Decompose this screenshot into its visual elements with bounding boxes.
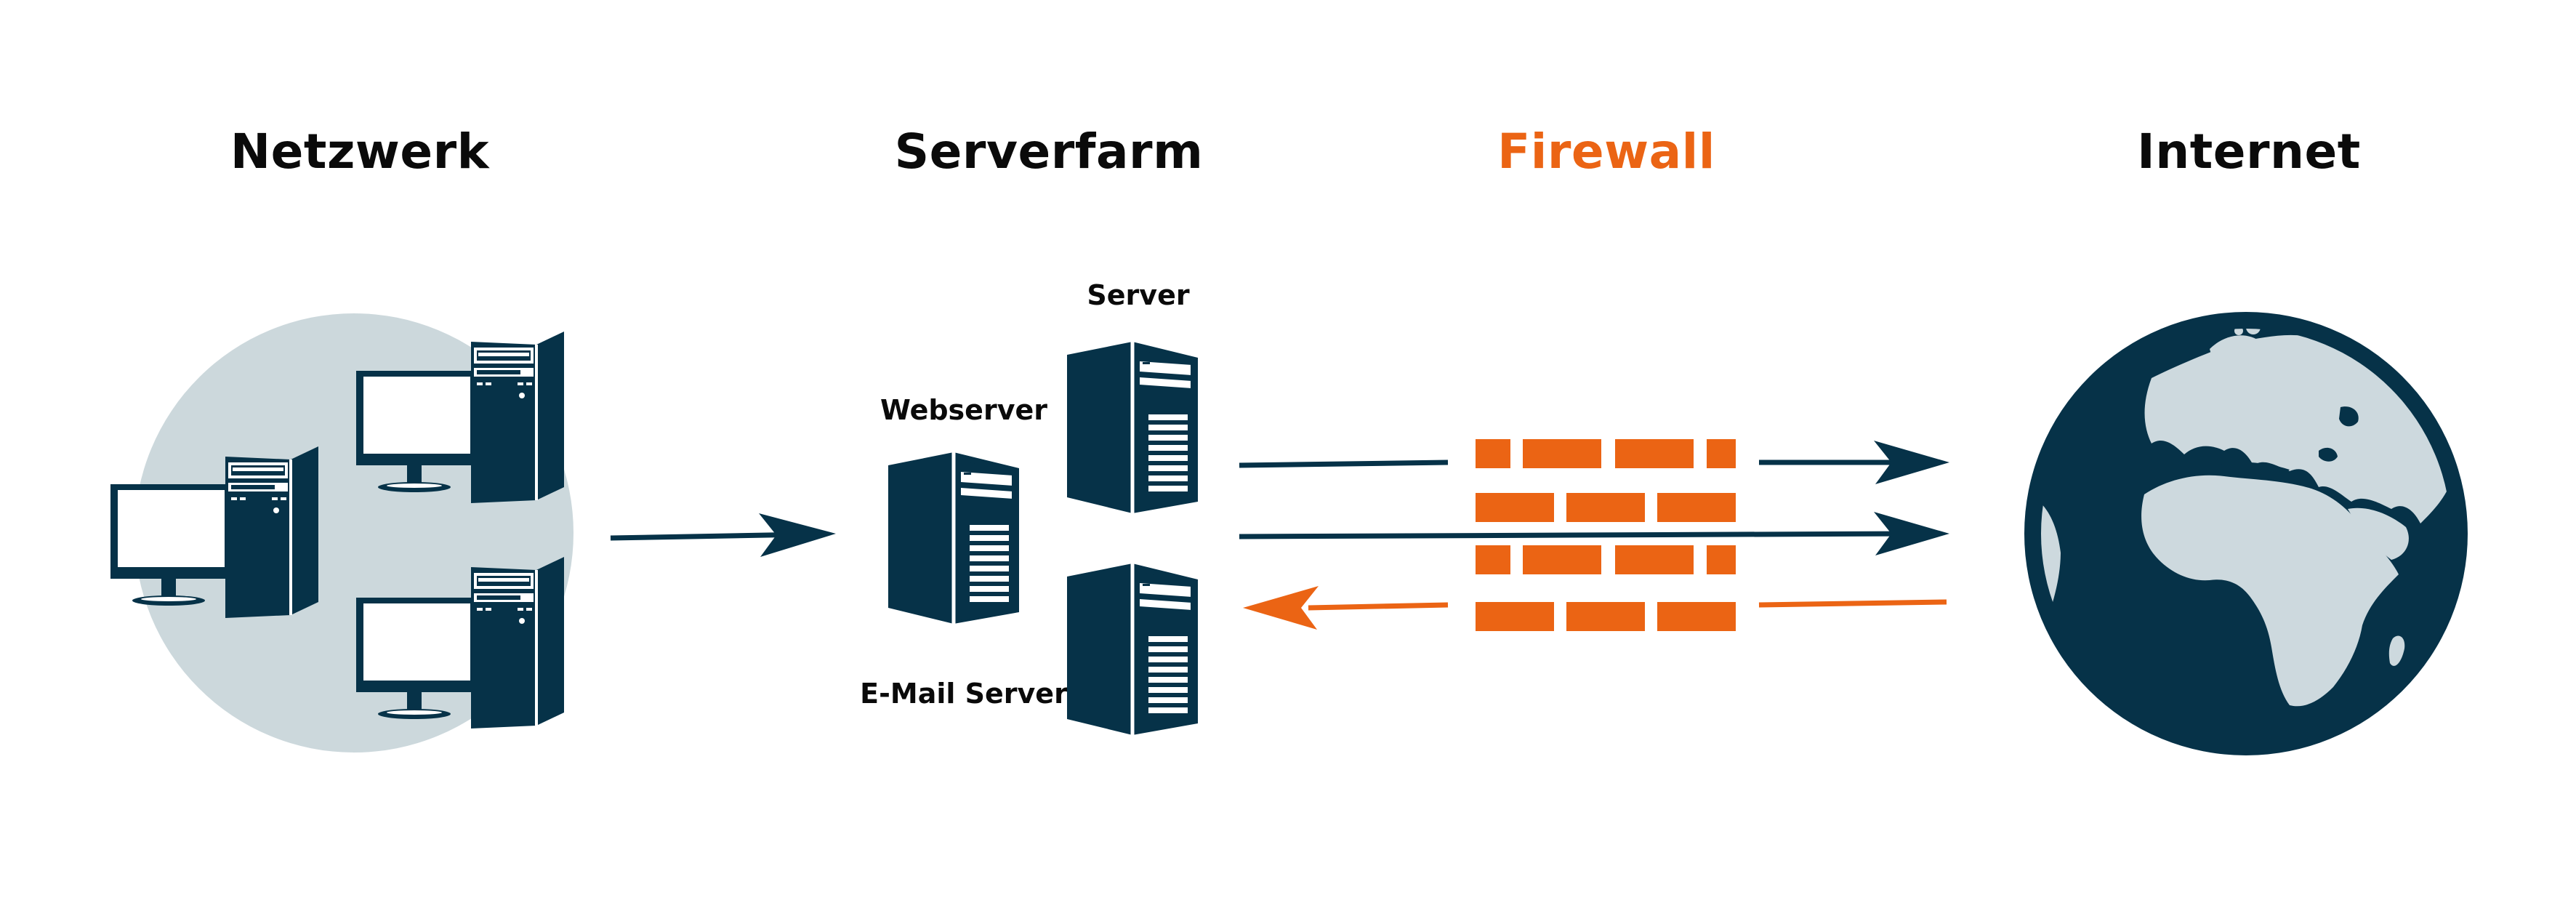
arrow-network-to-serverfarm [610, 513, 836, 557]
arrow-inbound-blocked [1243, 586, 1947, 630]
section-title-network: Netzwerk [230, 124, 490, 180]
firewall-wall [1476, 439, 1736, 631]
globe-icon [2024, 312, 2468, 755]
section-title-internet: Internet [2137, 124, 2361, 180]
arrow-outbound-top [1239, 441, 1949, 484]
email-server-label: E-Mail Server [860, 678, 1068, 710]
section-title-firewall: Firewall [1497, 124, 1715, 180]
server-icon [1067, 342, 1198, 513]
section-title-serverfarm: Serverfarm [894, 124, 1204, 180]
arrow-outbound-middle [1239, 512, 1949, 555]
email-server-icon [1067, 563, 1198, 735]
server-label: Server [1087, 279, 1190, 311]
webserver-label: Webserver [880, 394, 1047, 426]
webserver-icon [888, 452, 1019, 624]
